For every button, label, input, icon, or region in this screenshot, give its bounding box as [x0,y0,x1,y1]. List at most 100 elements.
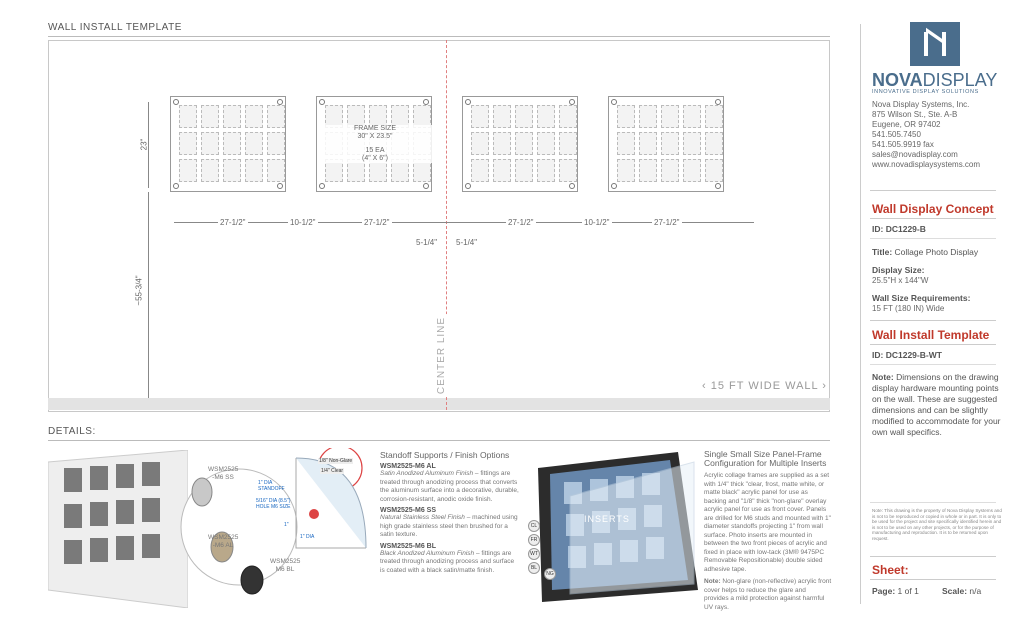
frame-4 [608,96,724,192]
insert-grid [471,105,577,182]
item-code: WSM2525-M6 BL [380,542,437,550]
frame-size-note: FRAME SIZE 30" X 23.5" 15 EA (4" X 6") [317,125,433,163]
template-heading: Wall Install Template [872,328,990,342]
item-code: WSM2525-M6 SS [380,507,437,514]
sidebar-divider [860,24,861,604]
floor-dim: ~55-3/4" [134,275,144,306]
address-line: Nova Display Systems, Inc. [872,100,970,109]
insert-grid [179,105,285,182]
panel-badges: CL FR WT BL [528,520,540,574]
note-text: Dimensions on the drawing display hardwa… [872,372,1001,437]
height-dim: 23" [139,138,149,151]
address-line: 541.505.7450 [872,130,921,139]
gap-dim-1: 10-1/2" [288,218,318,227]
hardware-label-al: WSM2525 -M6 AL [208,534,239,549]
wall-width-text: 15 FT WIDE WALL [710,380,819,392]
width-dim-1: 27-1/2" [218,218,248,227]
item-desc: Black Anodized Aluminum Finish – fitting… [380,550,520,576]
diagram-projection-label: 1" [284,522,289,528]
panel-inserts-label: INSERTS [584,514,630,524]
item-desc: Natural Stainless Steel Finish – machine… [380,514,520,540]
scale-label: Scale: [942,586,968,596]
hardware-label-bl: WSM2525 M6 BL [270,558,301,573]
brand-name-bold: NOVA [872,70,923,90]
cross-section-diagram [295,448,367,549]
width-dim-4: 27-1/2" [652,218,682,227]
standoff-heading: Standoff Supports / Finish Options [380,450,510,460]
concept-id-label: ID: [872,224,884,234]
badge-ng: NG [544,568,556,580]
sidebar-rule [870,320,996,321]
center-line [446,40,447,410]
page-field: Page: 1 of 1 [872,586,919,596]
wall-req-label-text: Wall Size Requirements: [872,293,971,303]
frame-1 [170,96,286,192]
badge-wt: WT [528,548,540,560]
center-offset-left: 5-1/4" [414,238,440,247]
diagram-dia-label: 1" DIA [300,534,315,540]
header-rule [48,36,830,37]
sidebar-rule [870,502,996,503]
gap-dim-2: 10-1/2" [582,218,612,227]
template-id: ID: DC1229-B-WT [872,350,942,360]
title-value: Collage Photo Display [894,247,979,257]
details-title: DETAILS: [48,426,96,437]
concept-id: ID: DC1229-B [872,224,926,234]
page-label: Page: [872,586,896,596]
panel-note-text: Non-glare (non-reflective) acrylic front… [704,578,832,611]
sidebar-rule [870,218,996,219]
panel-note-label: Note: [704,578,721,585]
scale-field: Scale: n/a [942,586,981,596]
width-dim-3: 27-1/2" [506,218,536,227]
badge-bl: BL [528,562,540,574]
brand-logo-icon [910,22,960,66]
badge-cl: CL [528,520,540,532]
insert-grid [617,105,723,182]
frame-insert-size: (4" X 6") [362,155,388,162]
page-title: WALL INSTALL TEMPLATE [48,22,182,33]
height-dim-line [148,102,149,188]
item-name: Satin Anodized Aluminum Finish [380,470,474,477]
width-dim-line [174,222,754,223]
panel-desc: Acrylic collage frames are supplied as a… [704,472,831,573]
details-rule [48,440,830,441]
panel-note: Note: Non-glare (non-reflective) acrylic… [704,578,832,612]
item-desc: Satin Anodized Aluminum Finish – fitting… [380,470,520,504]
hardware-label-ss: WSM2525 -M6 SS [208,466,239,481]
address-line: Eugene, OR 97402 [872,120,941,129]
brand-tagline: INNOVATIVE DISPLAY SOLUTIONS [872,89,979,95]
floor-strip [48,398,830,410]
frame-3 [462,96,578,192]
diagram-nonglare-label: 1/8" Non-Glare [318,458,354,464]
diagram-clear-label: 1/4" Clear [320,468,345,474]
item-desc-text: – machined using high grade stainless st… [380,514,518,538]
sidebar-rule [870,556,996,557]
display-size-value: 25.5"H x 144"W [872,276,929,285]
floor-dim-line [148,192,149,398]
wall-width-label: ‹ 15 FT WIDE WALL › [702,380,827,392]
display-size-label-text: Display Size: [872,265,925,275]
template-id-value: DC1229-B-WT [885,350,942,360]
page-value: 1 of 1 [897,586,919,596]
brand-name: NOVADISPLAY [872,70,997,91]
template-id-label: ID: [872,350,884,360]
sheet-heading: Sheet: [872,563,909,577]
sidebar-rule [870,364,996,365]
diagram-hole-label: 5/16" DIA (8.5") HOLE M6 SIZE [256,498,291,510]
badge-fr: FR [528,534,540,546]
concept-heading: Wall Display Concept [872,202,994,216]
wall-req-label: Wall Size Requirements: [872,293,970,303]
frame-size-label: FRAME SIZE [353,125,396,132]
sidebar-rule [870,579,996,580]
panel-frame-illustration [538,452,698,602]
panel-section: Single Small Size Panel-Frame Configurat… [704,450,832,612]
concept-id-value: DC1229-B [885,224,926,234]
item-name: Natural Stainless Steel Finish [380,514,465,521]
center-offset-right: 5-1/4" [454,238,480,247]
standoff-section: Standoff Supports / Finish Options WSM25… [380,450,520,575]
brand-name-light: DISPLAY [922,70,998,90]
company-address: Nova Display Systems, Inc. 875 Wilson St… [872,100,980,170]
legal-note: Note: This drawing is the property of No… [872,508,1002,541]
center-line-label: CENTER LINE [436,313,448,398]
address-line: sales@novadisplay.com [872,150,958,159]
